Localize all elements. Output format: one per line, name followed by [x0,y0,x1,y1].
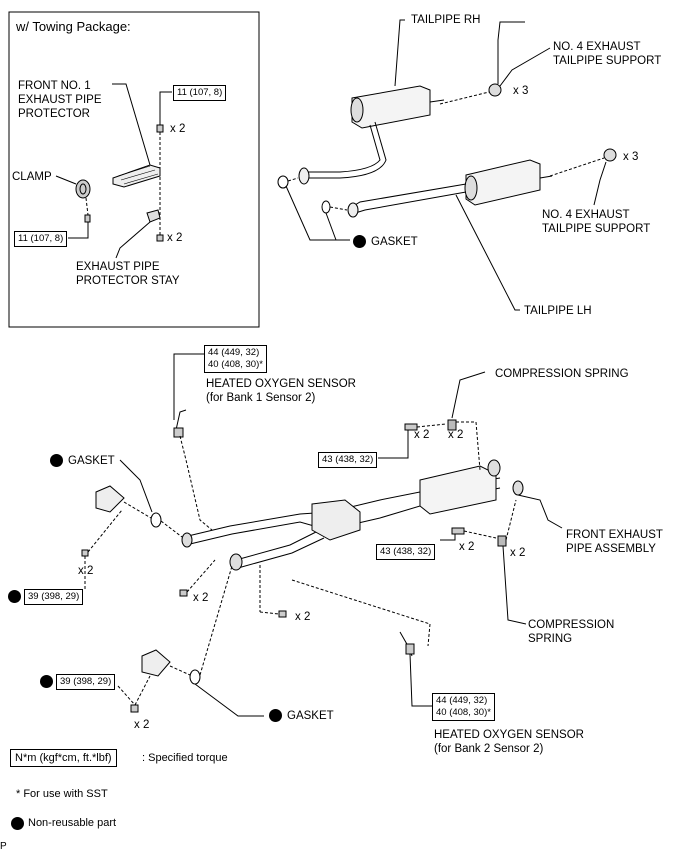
label-protector-stay: EXHAUST PIPE PROTECTOR STAY [76,261,180,287]
qty-comp-bottom-spring: x 2 [510,547,526,559]
torque-oxy-bank2: 44 (449, 32) 40 (408, 30)* [432,693,495,721]
inset-frame [8,11,260,328]
torque-inset-top: 11 (107, 8) [173,85,227,101]
label-oxy-bank1: HEATED OXYGEN SENSOR (for Bank 1 Sensor … [206,378,356,404]
legend-unit-box: N*m (kgf*cm, ft.*lbf) [10,749,117,767]
qty-comp-top-bolt: x 2 [414,429,430,441]
qty-lower-bolt-a: x 2 [193,592,209,604]
nonreusable-gasket-upper-icon [353,235,366,248]
oxy-sensor-bank2-part [399,631,415,657]
label-gasket-left: GASKET [68,455,115,467]
legend-sst-note: * For use with SST [16,788,108,800]
protector-stay-part [146,209,161,223]
label-comp-spring-bottom: COMPRESSION SPRING [528,619,615,645]
label-gasket-upper: GASKET [371,236,418,248]
gasket-bottom-part [189,669,201,685]
label-comp-spring-top: COMPRESSION SPRING [495,368,629,380]
qty-inset-nut: x 2 [167,232,183,244]
torque-comp-top: 43 (438, 32) [318,452,378,468]
torque-bottom-left: 39 (398, 29) [56,674,116,690]
oxy-sensor-bank1-part [173,409,187,438]
torque-inset-bottom: 11 (107, 8) [14,231,68,247]
qty-left-nut: x 2 [78,565,94,577]
protector-bolt-part [156,124,164,133]
flange-lower-part [141,649,171,677]
torque-comp-bottom: 43 (438, 32) [376,544,436,560]
corner-mark: P [0,841,7,852]
legend-nonreusable-icon [11,817,24,830]
flange-left-part [95,485,125,513]
support-mid-part [603,148,617,162]
label-front-no1-protector: FRONT NO. 1 EXHAUST PIPE PROTECTOR [18,80,102,120]
label-gasket-bottom: GASKET [287,710,334,722]
label-front-pipe: FRONT EXHAUST PIPE ASSEMBLY [566,529,663,555]
gasket-left-part [150,512,162,528]
label-clamp: CLAMP [12,171,52,183]
qty-comp-bottom-bolt: x 2 [459,541,475,553]
nonreusable-gasket-left-icon [50,454,63,467]
comp-spring-top-part [447,419,457,431]
label-support-mid: NO. 4 EXHAUST TAILPIPE SUPPORT [542,209,651,235]
torque-left: 39 (398, 29) [24,589,84,605]
clamp-part [75,179,91,199]
nonreusable-gasket-bottom-icon [269,709,282,722]
front-no1-protector-part [112,164,161,188]
front-exhaust-pipe-part [181,459,524,571]
support-top-part [488,83,502,97]
torque-oxy-bank1: 44 (449, 32) 40 (408, 30)* [204,345,267,373]
label-tailpipe-lh: TAILPIPE LH [524,305,592,317]
qty-comp-top-spring: x 2 [448,429,464,441]
qty-lower-bolt-b: x 2 [295,611,311,623]
qty-bottom-nut: x 2 [134,719,150,731]
label-support-top: NO. 4 EXHAUST TAILPIPE SUPPORT [553,41,662,67]
nonreusable-nut-left-icon [8,590,21,603]
inset-title: w/ Towing Package: [16,19,131,34]
label-oxy-bank2: HEATED OXYGEN SENSOR (for Bank 2 Sensor … [434,729,584,755]
nonreusable-nut-bottom-icon [40,675,53,688]
qty-inset-bolt: x 2 [170,123,186,135]
comp-spring-bottom-part [497,535,507,547]
legend-nonreusable-text: Non-reusable part [28,817,117,829]
tailpipe-rh-part [300,85,445,179]
qty-support-mid: x 3 [623,151,639,163]
legend-unit-text: : Specified torque [142,752,228,764]
label-tailpipe-rh: TAILPIPE RH [411,14,481,26]
qty-support-top: x 3 [513,85,529,97]
